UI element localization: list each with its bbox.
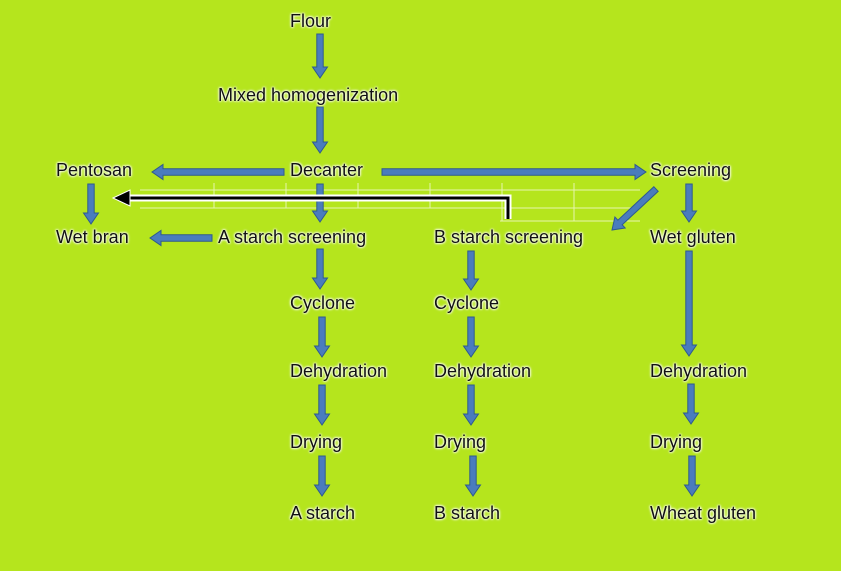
arrow-wet-gluten-to-dehydration [680, 250, 698, 357]
recycle-return-line [111, 189, 512, 219]
node-gluten-drying: Drying [650, 432, 703, 452]
node-a-starch-screening: A starch screening [218, 227, 367, 247]
node-screening: Screening [650, 160, 732, 180]
arrow-g-dehydration-to-drying [682, 383, 700, 425]
arrow-screening-to-wet-gluten [680, 183, 698, 223]
node-b-starch-screening: B starch screening [434, 227, 584, 247]
node-a-dehydration: Dehydration [290, 361, 388, 381]
node-b-cyclone: Cyclone [434, 293, 500, 313]
node-b-dehydration: Dehydration [434, 361, 532, 381]
node-wet-gluten: Wet gluten [650, 227, 736, 247]
arrow-a-screening-to-cyclone [311, 248, 329, 290]
arrow-b-dehydration-to-drying [462, 384, 480, 426]
node-wheat-gluten: Wheat gluten [650, 503, 757, 523]
node-a-starch: A starch [290, 503, 356, 523]
node-a-cyclone: Cyclone [290, 293, 356, 313]
arrow-a-screening-to-wet-bran [149, 229, 213, 247]
arrow-decanter-to-pentosan [151, 163, 285, 181]
node-b-starch: B starch [434, 503, 501, 523]
node-a-drying: Drying [290, 432, 343, 452]
arrow-b-cyclone-to-dehydration [462, 316, 480, 358]
arrow-decanter-to-screening [381, 163, 647, 181]
arrow-g-drying-to-wheat-gluten [683, 455, 701, 497]
arrow-b-drying-to-b-starch [464, 455, 482, 497]
arrow-a-drying-to-a-starch [313, 455, 331, 497]
node-gluten-dehydration: Dehydration [650, 361, 748, 381]
node-decanter: Decanter [290, 160, 364, 180]
node-pentosan: Pentosan [56, 160, 133, 180]
arrow-flour-to-mixed [311, 33, 329, 79]
node-wet-bran: Wet bran [56, 227, 129, 247]
arrow-mixed-to-decanter [311, 106, 329, 154]
faint-grid-lines [140, 183, 640, 222]
arrow-a-dehydration-to-drying [313, 384, 331, 426]
flow-arrows [82, 33, 701, 497]
node-mixed-homogenization: Mixed homogenization [218, 85, 399, 105]
arrow-pentosan-to-wet-bran [82, 183, 100, 225]
arrow-screening-to-b-screening [611, 185, 659, 231]
node-b-drying: Drying [434, 432, 487, 452]
arrow-decanter-to-a-screening [311, 183, 329, 223]
arrow-b-screening-to-cyclone [462, 250, 480, 291]
arrow-a-cyclone-to-dehydration [313, 316, 331, 358]
node-flour: Flour [290, 11, 332, 31]
